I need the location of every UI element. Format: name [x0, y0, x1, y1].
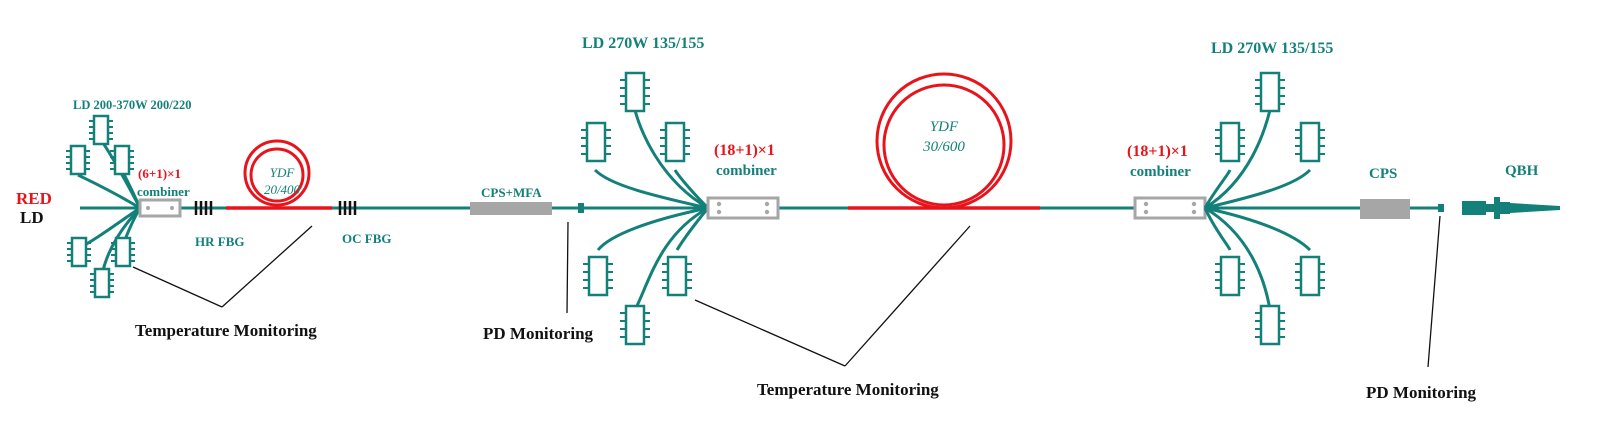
combiner-3-name: combiner: [1130, 164, 1191, 180]
laser-diode-module: [87, 114, 115, 146]
combiner-1-name: combiner: [137, 184, 190, 199]
hr-fbg-label: HR FBG: [195, 234, 244, 249]
pd-tap-1: [578, 203, 584, 213]
callout-lines: [132, 215, 1441, 368]
pd-tap-2: [1438, 204, 1444, 212]
laser-diode-module: [65, 236, 93, 268]
temperature-monitoring-label-1: Temperature Monitoring: [135, 321, 317, 340]
ydf-1-label-line2: 20/400: [264, 182, 301, 197]
laser-diode-module: [618, 71, 652, 113]
ydf-1-coil: [243, 139, 311, 207]
hr-fbg: [194, 201, 213, 215]
cps-mfa-label: CPS+MFA: [481, 185, 542, 200]
ld-group-3-label: LD 270W 135/155: [1211, 40, 1333, 57]
ld-group-3-leads: [1203, 109, 1312, 311]
ld-group-1-label: LD 200-370W 200/220: [73, 98, 192, 112]
combiner-3: [1133, 196, 1207, 220]
laser-diode-module: [1293, 255, 1327, 297]
oc-fbg-label: OC FBG: [342, 231, 391, 246]
laser-diode-module: [109, 236, 137, 268]
temperature-monitoring-label-2: Temperature Monitoring: [757, 380, 939, 399]
ydf-2-coil: [875, 72, 1013, 210]
laser-diode-module: [64, 144, 92, 176]
laser-diode-module: [88, 267, 116, 299]
laser-diode-module: [1253, 71, 1287, 113]
laser-diode-module: [1213, 121, 1247, 163]
qbh-connector: [1462, 197, 1560, 219]
cps-component: [1360, 199, 1410, 219]
qbh-label: QBH: [1505, 163, 1539, 179]
ydf-1-label-line1: YDF: [270, 165, 296, 180]
ld-group-2-leads: [593, 109, 710, 311]
ydf-2-label-line1: YDF: [930, 119, 959, 135]
combiner-2-name: combiner: [716, 163, 777, 179]
combiner-3-ratio: (18+1)×1: [1127, 143, 1188, 160]
red-ld-label-line2: LD: [20, 208, 44, 227]
laser-diode-module: [1253, 304, 1287, 346]
red-ld-label-line1: RED: [16, 189, 52, 208]
laser-diode-module: [1293, 121, 1327, 163]
combiner-2-ratio: (18+1)×1: [714, 142, 775, 159]
cps-label: CPS: [1369, 166, 1397, 182]
laser-diode-module: [658, 121, 692, 163]
oc-fbg: [338, 201, 357, 215]
laser-diode-module: [660, 255, 694, 297]
pd-monitoring-label-1: PD Monitoring: [483, 324, 594, 343]
combiner-2: [706, 196, 780, 220]
ld-group-2-label: LD 270W 135/155: [582, 35, 704, 52]
laser-diode-module: [581, 255, 615, 297]
cps-mfa-component: [470, 202, 552, 215]
laser-diode-module: [618, 304, 652, 346]
pd-monitoring-label-2: PD Monitoring: [1366, 383, 1477, 402]
combiner-1-ratio: (6+1)×1: [138, 166, 181, 181]
combiner-1: [138, 198, 182, 218]
ydf-2-label-line2: 30/600: [922, 139, 965, 155]
laser-diode-module: [579, 121, 613, 163]
laser-diode-module: [1213, 255, 1247, 297]
